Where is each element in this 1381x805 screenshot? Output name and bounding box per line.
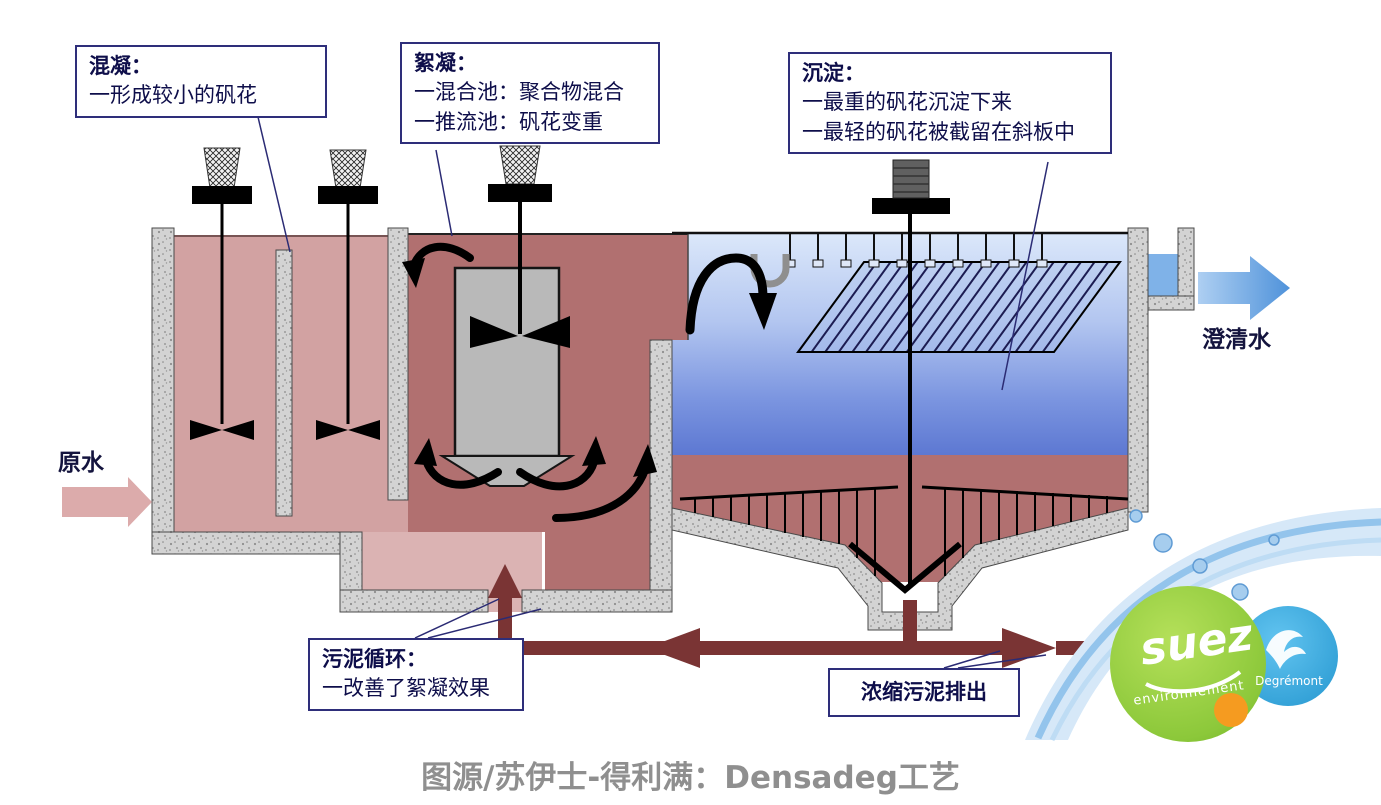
callout-pointer-lines	[257, 116, 1049, 669]
water-splash-graphic	[1025, 508, 1381, 742]
coagulation-mixer-1	[190, 147, 254, 440]
flocculation-mixer	[470, 145, 570, 348]
degremont-bird-icon	[1266, 630, 1306, 669]
settler-drive-base	[872, 198, 950, 214]
callout-sedimentation-line: 一最重的矾花沉淀下来	[802, 90, 1012, 115]
company-logos	[1110, 586, 1338, 742]
water-droplets-icon	[1129, 509, 1280, 601]
callout-flocculation-line: 一推流池：矾花变重	[414, 109, 603, 134]
raw-water-arrow-icon	[62, 477, 152, 527]
outlet-outer-wall	[1177, 227, 1195, 299]
coag-floc-divider	[387, 227, 409, 501]
channel-floor-right	[521, 589, 673, 613]
circulation-arrows	[402, 242, 777, 522]
recirculation-channel-liquid	[362, 532, 542, 590]
collection-launders	[672, 231, 1128, 268]
draft-tube	[438, 266, 576, 487]
coagulation-baffle	[275, 249, 293, 517]
sludge-arrow-left-icon	[646, 628, 700, 668]
clarified-water-arrow-icon	[1198, 256, 1290, 320]
callout-coagulation-line: 一形成较小的矾花	[89, 83, 257, 108]
motor-fins-icon	[499, 145, 541, 185]
clarified-water-label: 澄清水	[1202, 327, 1271, 353]
motor-fins-icon	[329, 149, 367, 189]
settler-drive	[872, 159, 950, 586]
sludge-arrow-up-icon	[488, 564, 522, 598]
callout-sedimentation-line: 一最轻的矾花被截留在斜板中	[802, 119, 1075, 144]
channel-floor-left	[339, 589, 489, 613]
image-caption: 图源/苏伊士-得利满：Densadeg工艺	[421, 760, 960, 796]
draft-tube-cone	[438, 455, 576, 487]
lamella-plates	[796, 261, 1122, 353]
callout-sludge-discharge: 浓缩污泥排出	[828, 668, 1020, 718]
degremont-logo-text: Degrémont	[1255, 674, 1323, 688]
callout-sedimentation-title: 沉淀：	[802, 61, 865, 85]
callout-sludge-recirculation: 污泥循环： 一改善了絮凝效果	[308, 638, 524, 711]
callout-flocculation-line: 一混合池：聚合物混合	[414, 80, 624, 105]
mixer-motor	[318, 186, 378, 204]
coagulation-mixer-2	[316, 149, 380, 440]
mixer-motor	[192, 186, 252, 204]
mixer-motor	[488, 184, 552, 202]
callout-flocculation-title: 絮凝：	[414, 51, 477, 75]
callout-coagulation: 混凝： 一形成较小的矾花	[75, 45, 327, 118]
scraper	[679, 485, 1129, 594]
callout-flocculation: 絮凝： 一混合池：聚合物混合 一推流池：矾花变重	[400, 42, 660, 145]
callout-sedimentation: 沉淀： 一最重的矾花沉淀下来 一最轻的矾花被截留在斜板中	[788, 52, 1112, 155]
callout-sludge-recirculation-title: 污泥循环：	[322, 647, 427, 671]
orange-dot-icon	[1214, 693, 1248, 727]
left-wall	[151, 227, 175, 555]
sedimentation-sludge-zone	[672, 455, 1128, 582]
motor-fins-icon	[203, 147, 241, 189]
sludge-arrow-right-icon	[1002, 628, 1056, 668]
outlet-floor	[1147, 295, 1195, 311]
sedimentation-hopper-floor	[671, 507, 1129, 631]
coagulation-floor	[151, 531, 363, 555]
outlet-channel-water	[1148, 254, 1178, 298]
concrete-structure	[151, 227, 1195, 631]
suez-swoosh-icon	[1145, 670, 1242, 694]
callout-sludge-discharge-label: 浓缩污泥排出	[861, 680, 987, 704]
raw-water-label: 原水	[58, 450, 104, 476]
right-wall	[1127, 227, 1149, 513]
callout-coagulation-title: 混凝：	[89, 54, 152, 78]
callout-sludge-recirculation-line: 一改善了絮凝效果	[322, 676, 490, 701]
